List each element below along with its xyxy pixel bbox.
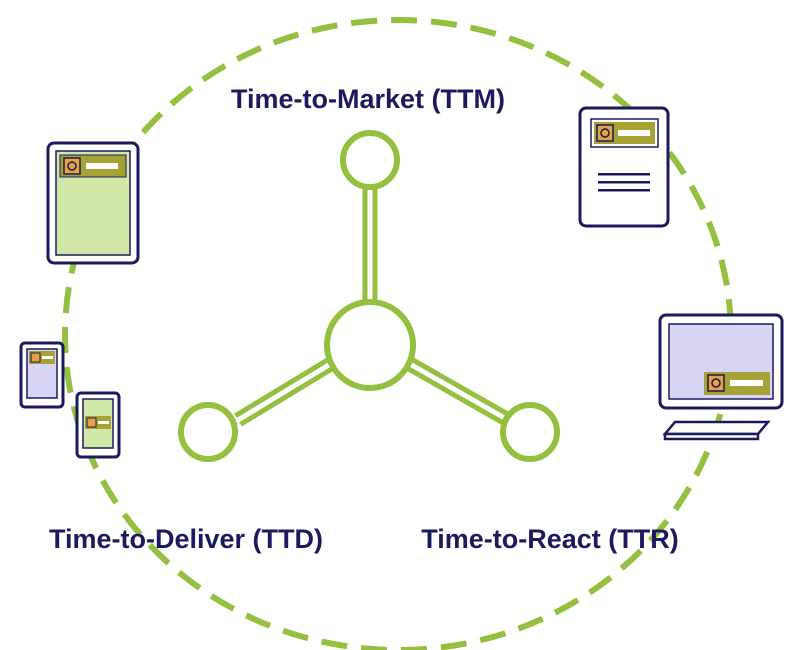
text-lines — [598, 173, 650, 176]
document-device-icon — [578, 106, 670, 228]
app-logo-icon — [86, 417, 97, 428]
label-time-to-react: Time-to-React (TTR) — [421, 524, 679, 554]
hub-node-center — [324, 299, 416, 391]
label-time-to-deliver: Time-to-Deliver (TTD) — [49, 524, 323, 554]
hub-connector — [178, 130, 560, 462]
tablet-device-icon — [46, 141, 140, 265]
phone-device-icon — [19, 341, 65, 409]
hub-node-right — [500, 402, 560, 462]
hub-node-top — [340, 130, 400, 190]
desktop-monitor-icon — [658, 313, 784, 410]
app-logo-icon — [63, 157, 81, 175]
label-time-to-market: Time-to-Market (TTM) — [231, 84, 505, 114]
app-logo-icon — [596, 124, 614, 142]
phone-device-icon-green — [75, 391, 121, 459]
app-logo-icon — [707, 374, 725, 392]
hub-node-left — [178, 402, 238, 462]
connector-spokes — [234, 185, 512, 427]
app-logo-icon — [30, 352, 41, 363]
keyboard-icon — [662, 420, 771, 441]
